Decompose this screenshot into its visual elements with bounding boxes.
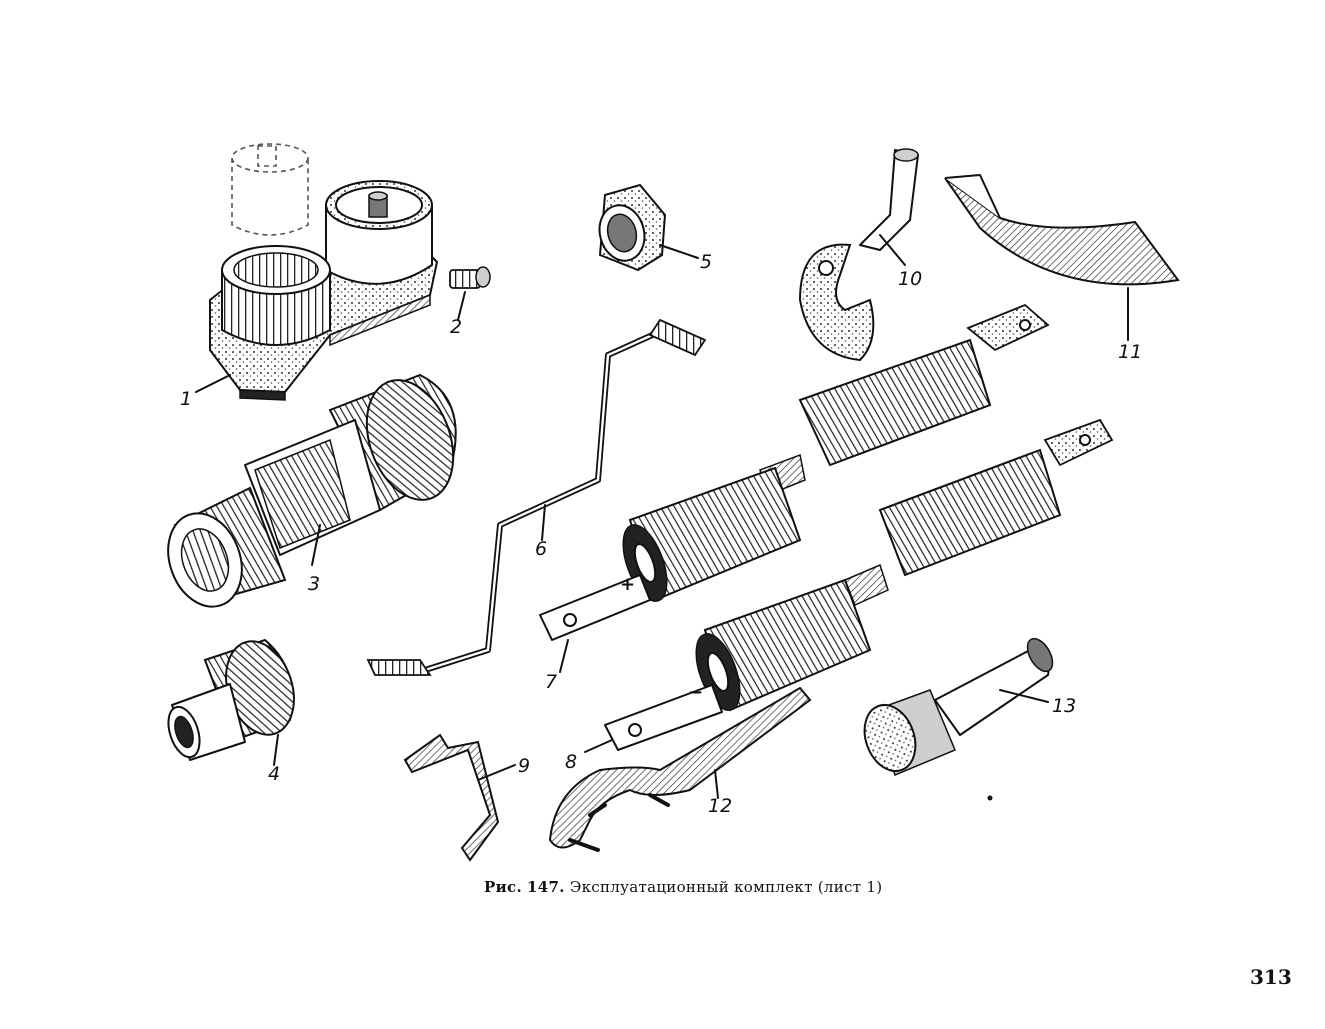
item-13-socket-bar [863,637,1054,777]
caption-prefix: Рис. [484,878,522,896]
dashed-insert-outline [231,143,309,236]
item-1-base-plate-tool [195,143,439,401]
leader-line [457,291,466,321]
figure-caption: Рис. 147. Эксплуатационный комплект (лис… [484,878,882,896]
leader-line [477,764,516,781]
label-7: 7 [545,671,557,693]
item-8-probe-minus [584,418,1114,753]
label-1: 1 [180,388,192,410]
label-5: 5 [700,251,712,273]
item-4-small-socket [167,638,295,766]
page-number: 313 [1250,965,1292,989]
label-8: 8 [565,751,577,773]
leader-line [559,639,569,673]
label-11: 11 [1118,341,1142,363]
item-5-hex-nut [598,183,699,272]
caption-text: Эксплуатационный комплект (лист 1) [569,878,883,896]
item-11-blade [944,174,1180,341]
label-3: 3 [308,573,320,595]
label-4: 4 [268,763,280,785]
label-12: 12 [708,795,732,817]
leader-line [714,769,719,799]
item-3-socket-wrench [167,373,457,608]
leader-line [273,734,279,766]
item-2-pin [449,266,491,321]
item-9-bracket [403,733,516,862]
plus-sign: + [620,574,635,595]
caption-number: 147. [527,878,565,896]
leader-line [999,689,1049,703]
minus-sign: − [688,682,703,703]
label-2: 2 [450,316,462,338]
label-9: 9 [518,755,530,777]
label-6: 6 [535,538,547,560]
item-10-hook-key [798,148,919,362]
leader-line [311,524,321,566]
leader-line [541,504,546,541]
label-10: 10 [898,268,922,290]
leader-line [879,234,906,266]
speck [987,795,993,801]
item-6-bent-bar [366,318,707,676]
label-13: 13 [1052,695,1076,717]
leader-line [195,374,231,393]
leader-line [584,739,613,753]
leader-line [659,244,699,259]
item-12-hook-spanner [548,686,812,852]
item-7-probe-plus [539,303,1050,673]
